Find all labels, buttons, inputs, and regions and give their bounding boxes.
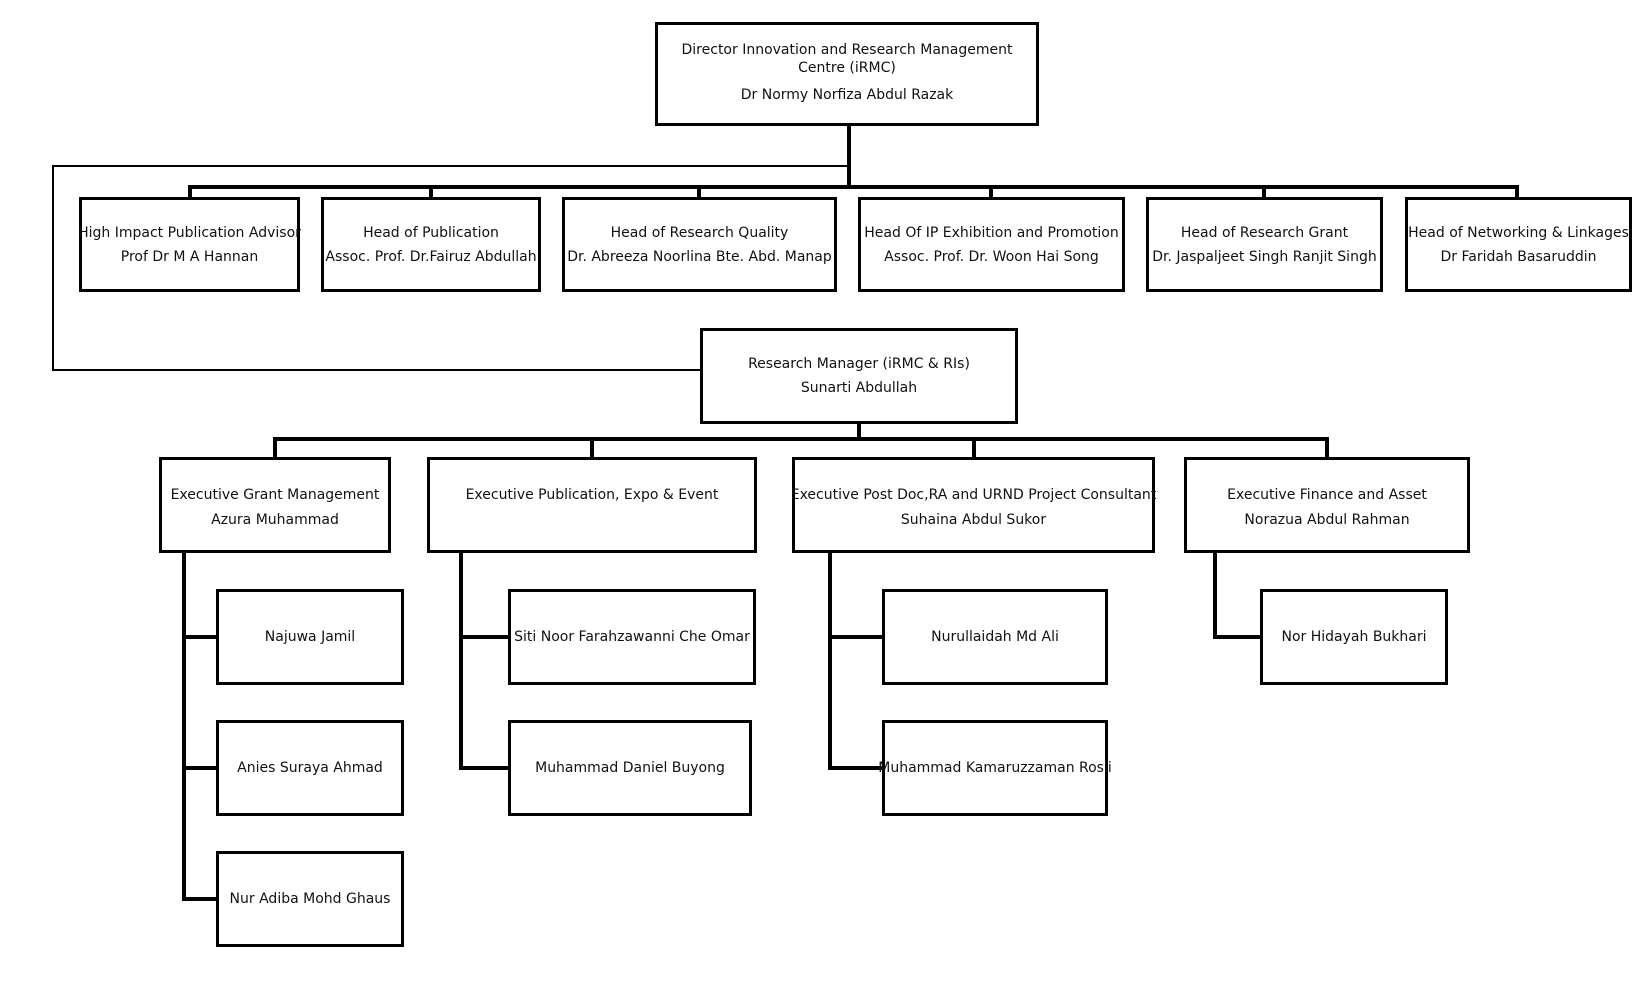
staff-name: Anies Suraya Ahmad	[237, 760, 383, 776]
exec-box-publication-expo: Executive Publication, Expo & Event	[427, 457, 757, 553]
head-name: Dr. Jaspaljeet Singh Ranjit Singh	[1152, 248, 1377, 265]
head-name: Dr. Abreeza Noorlina Bte. Abd. Manap	[567, 248, 832, 265]
head-title: Head of Research Quality	[610, 224, 789, 241]
connector-exec-3-staff	[828, 549, 884, 770]
staff-name: Muhammad Kamaruzzaman Rosli	[878, 760, 1112, 776]
staff-name: Muhammad Daniel Buyong	[535, 760, 725, 776]
connector-exec-4-staff	[1213, 549, 1262, 639]
head-box-networking: Head of Networking & Linkages Dr Faridah…	[1405, 197, 1632, 292]
exec-name: Norazua Abdul Rahman	[1244, 512, 1410, 528]
staff-box: Muhammad Kamaruzzaman Rosli	[878, 720, 1112, 816]
exec-title: Executive Grant Management	[170, 487, 380, 503]
head-box-publication: Head of Publication Assoc. Prof. Dr.Fair…	[321, 197, 541, 292]
staff-box: Nor Hidayah Bukhari	[1260, 589, 1448, 685]
staff-name: Siti Noor Farahzawanni Che Omar	[514, 629, 750, 645]
director-box: Director Innovation and Research Managem…	[655, 22, 1039, 126]
director-name: Dr Normy Norfiza Abdul Razak	[740, 87, 954, 103]
staff-box: Anies Suraya Ahmad	[216, 720, 404, 816]
exec-name: Azura Muhammad	[211, 512, 339, 528]
head-name: Assoc. Prof. Dr.Fairuz Abdullah	[325, 248, 537, 265]
staff-name: Nor Hidayah Bukhari	[1281, 629, 1427, 645]
head-name: Assoc. Prof. Dr. Woon Hai Song	[884, 248, 1099, 265]
manager-name: Sunarti Abdullah	[800, 380, 918, 396]
connector-exec-1-staff	[182, 549, 218, 901]
head-name: Dr Faridah Basaruddin	[1440, 248, 1597, 265]
head-box-ip-exhibition: Head Of IP Exhibition and Promotion Asso…	[858, 197, 1125, 292]
exec-title: Executive Post Doc,RA and URND Project C…	[790, 487, 1157, 503]
exec-box-postdoc: Executive Post Doc,RA and URND Project C…	[790, 457, 1157, 553]
exec-name: Suhaina Abdul Sukor	[900, 512, 1047, 528]
connector-exec-2-staff	[459, 549, 510, 770]
exec-box-grant-management: Executive Grant Management Azura Muhamma…	[159, 457, 391, 553]
staff-box: Nur Adiba Mohd Ghaus	[216, 851, 404, 947]
staff-name: Nurullaidah Md Ali	[931, 629, 1059, 645]
staff-name: Najuwa Jamil	[264, 629, 356, 645]
head-box-publication-advisor: High Impact Publication Advisor Prof Dr …	[78, 197, 301, 292]
manager-title: Research Manager (iRMC & RIs)	[748, 356, 970, 372]
exec-box-finance: Executive Finance and Asset Norazua Abdu…	[1184, 457, 1470, 553]
head-title: High Impact Publication Advisor	[78, 224, 301, 241]
staff-box: Muhammad Daniel Buyong	[508, 720, 752, 816]
head-name: Prof Dr M A Hannan	[120, 248, 259, 265]
staff-box: Nurullaidah Md Ali	[882, 589, 1108, 685]
head-box-research-grant: Head of Research Grant Dr. Jaspaljeet Si…	[1146, 197, 1383, 292]
staff-box: Najuwa Jamil	[216, 589, 404, 685]
staff-name: Nur Adiba Mohd Ghaus	[229, 891, 391, 907]
head-title: Head of Publication	[363, 224, 499, 241]
exec-title: Executive Finance and Asset	[1227, 487, 1427, 503]
staff-box: Siti Noor Farahzawanni Che Omar	[508, 589, 756, 685]
manager-box: Research Manager (iRMC & RIs) Sunarti Ab…	[700, 328, 1018, 424]
head-title: Head of Research Grant	[1180, 224, 1349, 241]
head-box-research-quality: Head of Research Quality Dr. Abreeza Noo…	[562, 197, 837, 292]
exec-title: Executive Publication, Expo & Event	[465, 487, 719, 503]
director-title: Director Innovation and Research Managem…	[681, 42, 1013, 76]
head-title: Head Of IP Exhibition and Promotion	[864, 224, 1119, 241]
connector-director-to-manager	[52, 165, 850, 371]
head-title: Head of Networking & Linkages	[1408, 224, 1629, 241]
